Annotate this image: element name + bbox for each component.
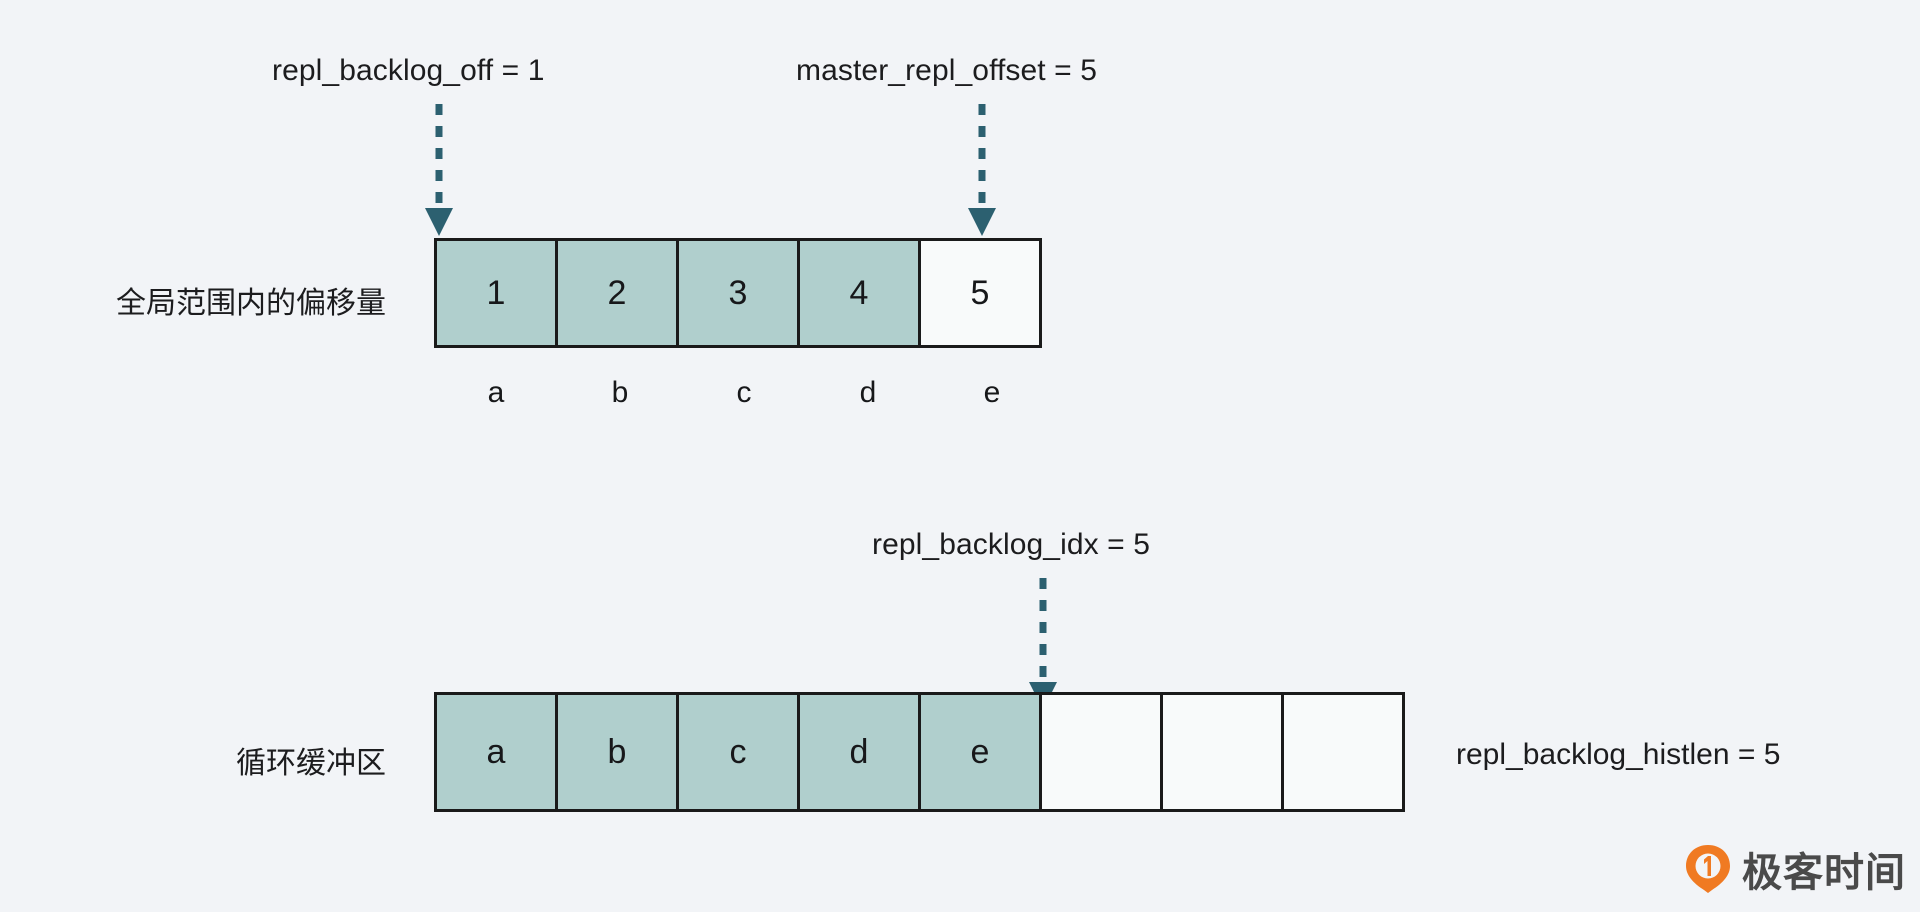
global-offset-caption: a xyxy=(487,376,505,409)
global-offset-cell: 5 xyxy=(918,238,1042,348)
ring-buffer-cell xyxy=(1039,692,1163,812)
ring-buffer-cell: d xyxy=(797,692,921,812)
ring-buffer-cell: e xyxy=(918,692,1042,812)
global-offset-cell: 4 xyxy=(797,238,921,348)
global-offset-caption: b xyxy=(611,376,629,409)
ring-buffer-cell: c xyxy=(676,692,800,812)
row-label-ring-buffer: 循环缓冲区 xyxy=(236,747,386,780)
arrow-repl-backlog-off xyxy=(425,104,453,236)
row-label-global-offset: 全局范围内的偏移量 xyxy=(116,287,386,320)
ring-buffer-cell: a xyxy=(434,692,558,812)
global-offset-cell: 2 xyxy=(555,238,679,348)
annotation-repl-backlog-idx: repl_backlog_idx = 5 xyxy=(872,528,1151,561)
global-offset-caption: d xyxy=(859,376,877,409)
annotation-master-repl-offset: master_repl_offset = 5 xyxy=(796,54,1097,87)
caption-row-global-offset: a b c d e xyxy=(434,372,1054,414)
annotation-repl-backlog-histlen: repl_backlog_histlen = 5 xyxy=(1456,738,1781,771)
watermark-brand-text: 极客时间 xyxy=(1742,851,1906,895)
ring-buffer-cell xyxy=(1281,692,1405,812)
watermark-geektime: 极客时间 xyxy=(1684,840,1906,898)
ring-buffer-cell: b xyxy=(555,692,679,812)
global-offset-caption: e xyxy=(983,376,1001,409)
arrow-master-repl-offset xyxy=(968,104,996,236)
geektime-logo-icon xyxy=(1686,845,1730,893)
global-offset-caption: c xyxy=(736,376,752,409)
global-offset-cell: 3 xyxy=(676,238,800,348)
global-offset-cell: 1 xyxy=(434,238,558,348)
annotation-repl-backlog-off: repl_backlog_off = 1 xyxy=(272,54,545,87)
ring-buffer-cell xyxy=(1160,692,1284,812)
